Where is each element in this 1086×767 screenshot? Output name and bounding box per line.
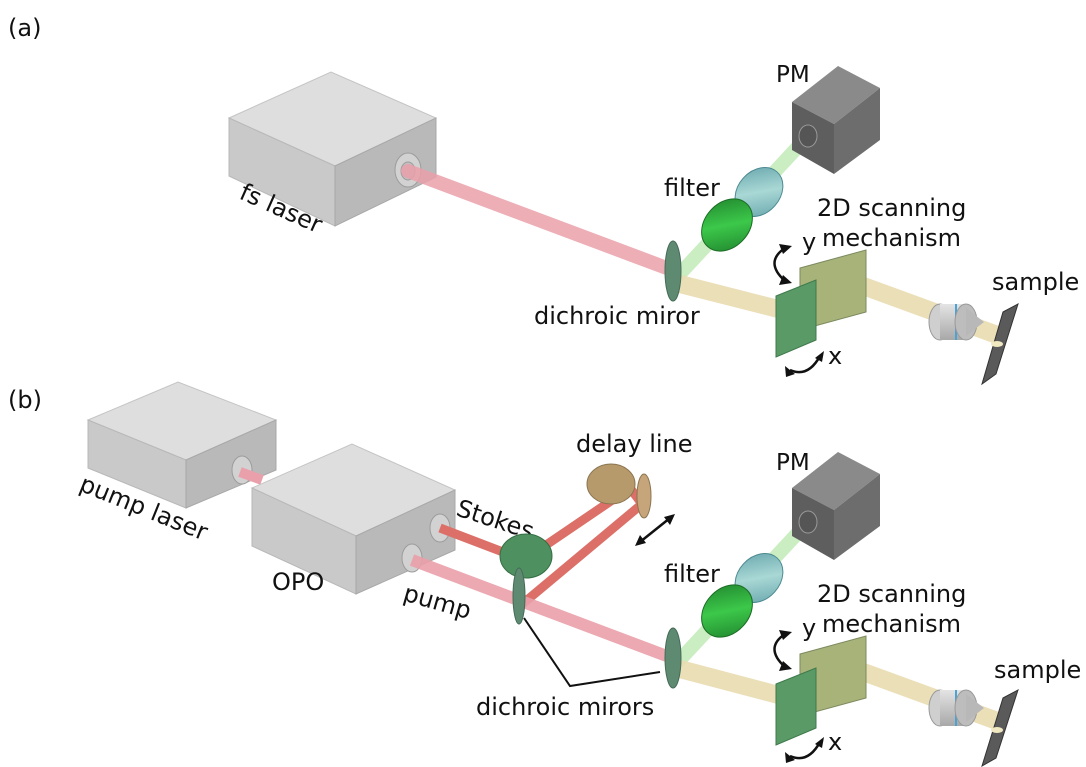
rotate-y-arrowhead-top [779,244,792,254]
fs-laser-box [227,71,438,227]
dichroic-mirrors-label: dichroic mirors [476,693,654,721]
galvo-mirror-x [775,279,817,358]
rotate-x-arrow [789,355,822,374]
rotate-x-arrow-b [789,741,822,760]
delay-arrowhead-bottom [635,535,646,546]
pm-box [792,66,880,174]
pm-box-b [792,452,880,560]
rotate-y-arrowhead-bottom-b [779,661,792,671]
focus-spot-b [991,727,1003,733]
rotate-x-arrowhead-right-b [815,737,824,748]
pump-beam [401,164,679,277]
scan-label-line1: 2D scanning [817,194,966,222]
rotate-y-arrowhead-bottom [779,275,792,285]
rotate-x-arrowhead-left-b [785,752,795,763]
galvo-mirror-x-b [775,667,817,746]
dichroic-mirror-b2 [664,627,682,689]
filter-label-b: filter [664,560,720,588]
objective-lens [928,303,984,341]
scan-label-line2: mechanism [822,224,961,252]
pump-laser-beam [238,467,264,485]
x-axis-label-b: x [828,728,842,756]
delay-mirror-1 [586,463,636,505]
mirror-pointer-lines [523,617,661,688]
delay-arrow [639,517,671,543]
dichroic-disk-b [499,533,553,579]
panel-a: (a) fs laser PM filter dichro [8,14,1079,386]
sample-label: sample [992,268,1079,296]
focus-spot [991,341,1003,347]
pump-beam-b [409,554,675,664]
sample-label-b: sample [994,656,1081,684]
y-axis-label: y [802,228,816,256]
panel-b-tag: (b) [8,386,42,414]
delay-mirror-2 [636,473,652,519]
panel-b: (b) pump laser OPO Stokes pump [8,381,1081,767]
panel-a-tag: (a) [8,14,41,42]
x-axis-label: x [828,342,842,370]
filter-disk [701,198,753,252]
opo-label: OPO [272,568,324,596]
rotate-y-arrowhead-top-b [779,630,792,640]
dichroic-mirror-label: dichroic miror [534,302,700,330]
opo-box [250,443,457,595]
pm-label-b: PM [776,450,810,476]
dichroic-mirror-b1 [512,567,526,625]
delay-arrowhead-top [664,514,675,525]
dichroic-mirror [664,240,682,302]
objective-lens-b [928,689,984,727]
filter-label: filter [664,174,720,202]
pm-label: PM [776,62,810,88]
rotate-x-arrowhead-right [815,351,824,362]
scan-label-b-line2: mechanism [822,610,961,638]
y-axis-label-b: y [802,614,816,642]
rotate-x-arrowhead-left [785,366,795,377]
filter-disk-b [701,584,753,638]
scan-label-b-line1: 2D scanning [817,580,966,608]
delay-line-label: delay line [576,430,693,458]
pump-laser-box [86,381,278,509]
